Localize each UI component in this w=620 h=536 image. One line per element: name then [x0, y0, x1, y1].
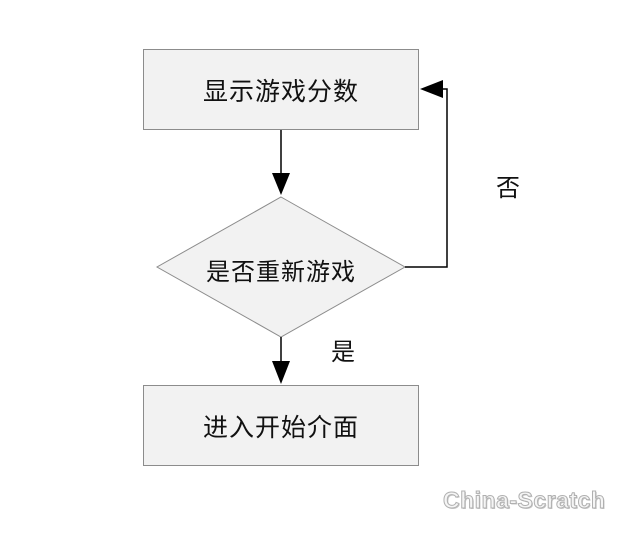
- yes-branch-label: 是: [331, 338, 355, 366]
- watermark: China-Scratch: [442, 487, 606, 514]
- enter-start-screen-text: 进入开始介面: [202, 412, 359, 442]
- no-branch-label: 否: [496, 174, 520, 202]
- show-score-text: 显示游戏分数: [202, 76, 359, 106]
- loop-back-connector: [405, 88, 448, 268]
- arrowhead-into-decision: [272, 173, 290, 195]
- decision-text: 是否重新游戏: [206, 258, 356, 286]
- arrowhead-into-top-box: [420, 80, 443, 98]
- enter-start-screen-box: 进入开始介面: [143, 385, 419, 466]
- show-score-box: 显示游戏分数: [143, 49, 419, 130]
- arrowhead-into-bottom-box: [272, 361, 290, 384]
